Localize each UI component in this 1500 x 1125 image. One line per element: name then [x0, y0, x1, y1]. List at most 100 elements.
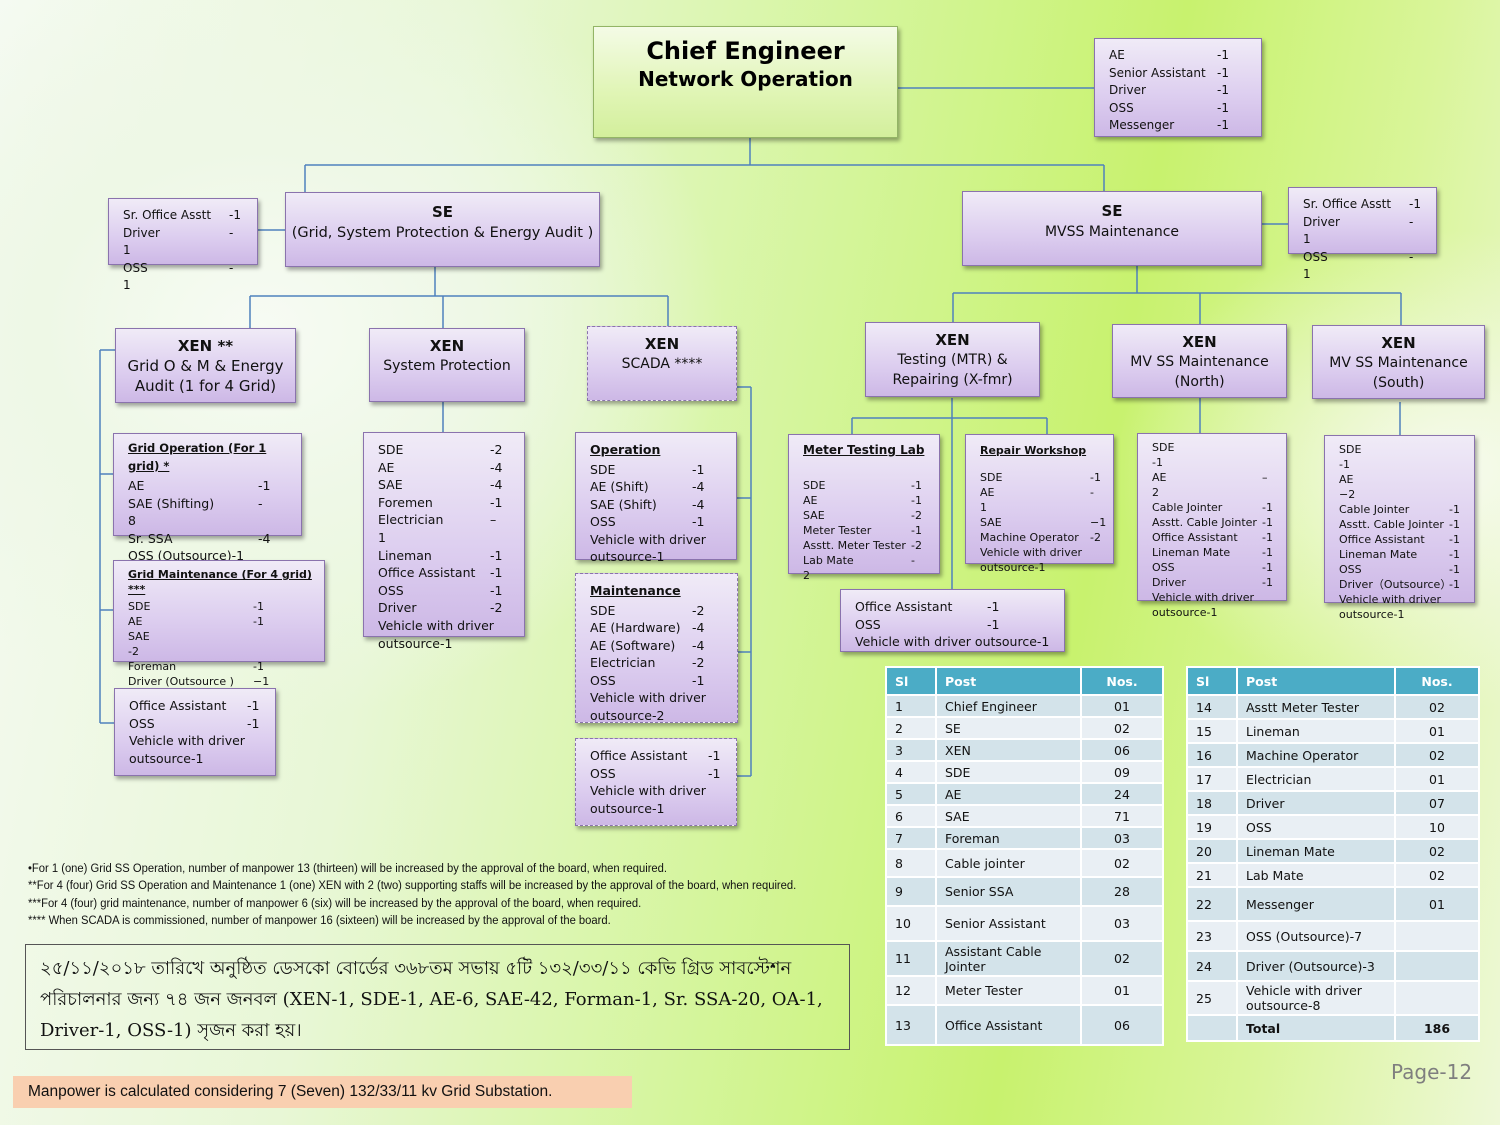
staff-post: 1 [378, 529, 386, 545]
cell-sl: 17 [1188, 768, 1236, 790]
staff-post: Driver [123, 225, 160, 240]
cell-post: OSS [1238, 816, 1394, 838]
cell-post: Assistant Cable Jointer [937, 942, 1080, 975]
cell-sl: 9 [887, 878, 935, 905]
xen-south-box: XEN MV SS Maintenance (South) [1312, 325, 1485, 399]
staff-post: 1 [1303, 232, 1311, 246]
staff-item: AE -4 [378, 459, 524, 477]
staff-post: Lineman Mate [1339, 548, 1418, 561]
total-value: 186 [1396, 1016, 1478, 1040]
cell-nos: 01 [1396, 768, 1478, 790]
col-post: Post [937, 668, 1080, 694]
footnote-1: •For 1 (one) Grid SS Operation, number o… [28, 861, 668, 875]
staff-post: Foreman [128, 660, 177, 673]
staff-post: OSS [378, 582, 404, 598]
staff-count: -2 [1090, 531, 1101, 544]
staff-count: -4 [490, 477, 503, 493]
staff-item: outsource-1 [378, 635, 524, 653]
staff-post: Senior Assistant [1109, 65, 1206, 80]
staff-post: AE (Shift) [590, 479, 649, 494]
staff-post: AE [378, 459, 395, 475]
xen-scada-title: XEN [644, 335, 680, 353]
se-grid-box: SE (Grid, System Protection & Energy Aud… [285, 192, 600, 267]
cell-nos: 02 [1082, 850, 1162, 876]
staff-item: Office Assistant-1 [378, 564, 524, 582]
staff-count: -1 [490, 547, 503, 563]
cell-post: Vehicle with driver outsource-8 [1238, 982, 1394, 1014]
staff-item: Lab Mate- [803, 553, 939, 568]
staff-item: Lineman Mate-1 [1152, 545, 1286, 560]
staff-count: - [1409, 214, 1414, 229]
cell-nos: 06 [1082, 740, 1162, 760]
staff-count: -4 [692, 496, 705, 512]
staff-count: -1 [490, 582, 503, 598]
cell-post: AE [937, 784, 1080, 804]
staff-item: 1 [1303, 231, 1436, 249]
staff-item: Office Assistant-1 [590, 747, 736, 765]
staff-count: – [1262, 471, 1268, 484]
staff-post: outsource-1 [378, 635, 453, 651]
staff-count: -1 [1217, 83, 1229, 97]
staff-count: -1 [692, 461, 705, 477]
staff-count: -1 [253, 600, 264, 613]
staff-count: −1 [253, 675, 270, 688]
staff-item: OSS -1 [378, 582, 524, 600]
cell-nos: 02 [1082, 942, 1162, 975]
staff-post: SAE (Shifting) [128, 495, 215, 511]
staff-post: Vehicle with driver [378, 617, 494, 633]
staff-item: Vehicle with driver outsource-1 [855, 633, 1064, 651]
staff-item: OSS-1 [129, 715, 275, 733]
staff-item: SAE (Shift)-4 [590, 496, 736, 514]
staff-item: Driver-1 [1109, 82, 1261, 100]
xen-south-line1: MV SS Maintenance [1329, 355, 1468, 371]
staff-count: - [911, 554, 915, 567]
staff-post: Asstt. Meter Tester [803, 539, 906, 552]
col-sl: Sl [887, 668, 935, 694]
cell-post: Messenger [1238, 888, 1394, 920]
xen-scada-box: XEN SCADA **** [587, 326, 737, 401]
staff-post: Sr. Office Asstt [1303, 197, 1392, 211]
total-label: Total [1238, 1016, 1394, 1040]
staff-post: SAE [378, 477, 403, 493]
cell-post: Electrician [1238, 768, 1394, 790]
staff-item: Vehicle with driver [378, 617, 524, 635]
xen-grid-title: XEN ** [177, 337, 234, 355]
staff-count: – [490, 512, 497, 528]
cell-sl [1188, 1016, 1236, 1040]
staff-count: -1 [253, 615, 264, 628]
xen-south-line2: (South) [1372, 375, 1425, 391]
staff-count: −1 [1090, 516, 1107, 529]
staff-post: OSS [590, 765, 616, 781]
cell-nos [1396, 952, 1478, 980]
staff-item: outsource-1 [129, 750, 275, 768]
cell-post: Senior SSA [937, 878, 1080, 905]
cell-sl: 21 [1188, 864, 1236, 886]
cell-sl: 11 [887, 942, 935, 975]
staff-item: Driver-2 [378, 599, 524, 617]
cell-sl: 1 [887, 696, 935, 716]
staff-item: AE-1 [128, 477, 301, 495]
staff-count: -1 [1262, 531, 1273, 544]
staff-post: Asstt. Cable Jointer [1339, 518, 1444, 531]
staff-post: outsource-1 [980, 561, 1046, 574]
staff-post: 2 [1152, 486, 1159, 499]
staff-count: -1 [911, 494, 922, 507]
xen-testing-title: XEN [935, 331, 970, 349]
staff-post: Electrician [590, 655, 656, 670]
cell-nos: 06 [1082, 1006, 1162, 1044]
staff-count: -1 [247, 715, 260, 731]
staff-count: -4 [490, 459, 503, 475]
staff-item: SAE [128, 629, 324, 644]
scada-maintenance-title: Maintenance [590, 583, 681, 598]
staff-post: OSS [590, 514, 616, 529]
staff-post: Driver [378, 600, 417, 616]
staff-item: SDE-1 [803, 478, 939, 493]
xen-grid-box: XEN ** Grid O & M & Energy Audit (1 for … [115, 328, 296, 403]
